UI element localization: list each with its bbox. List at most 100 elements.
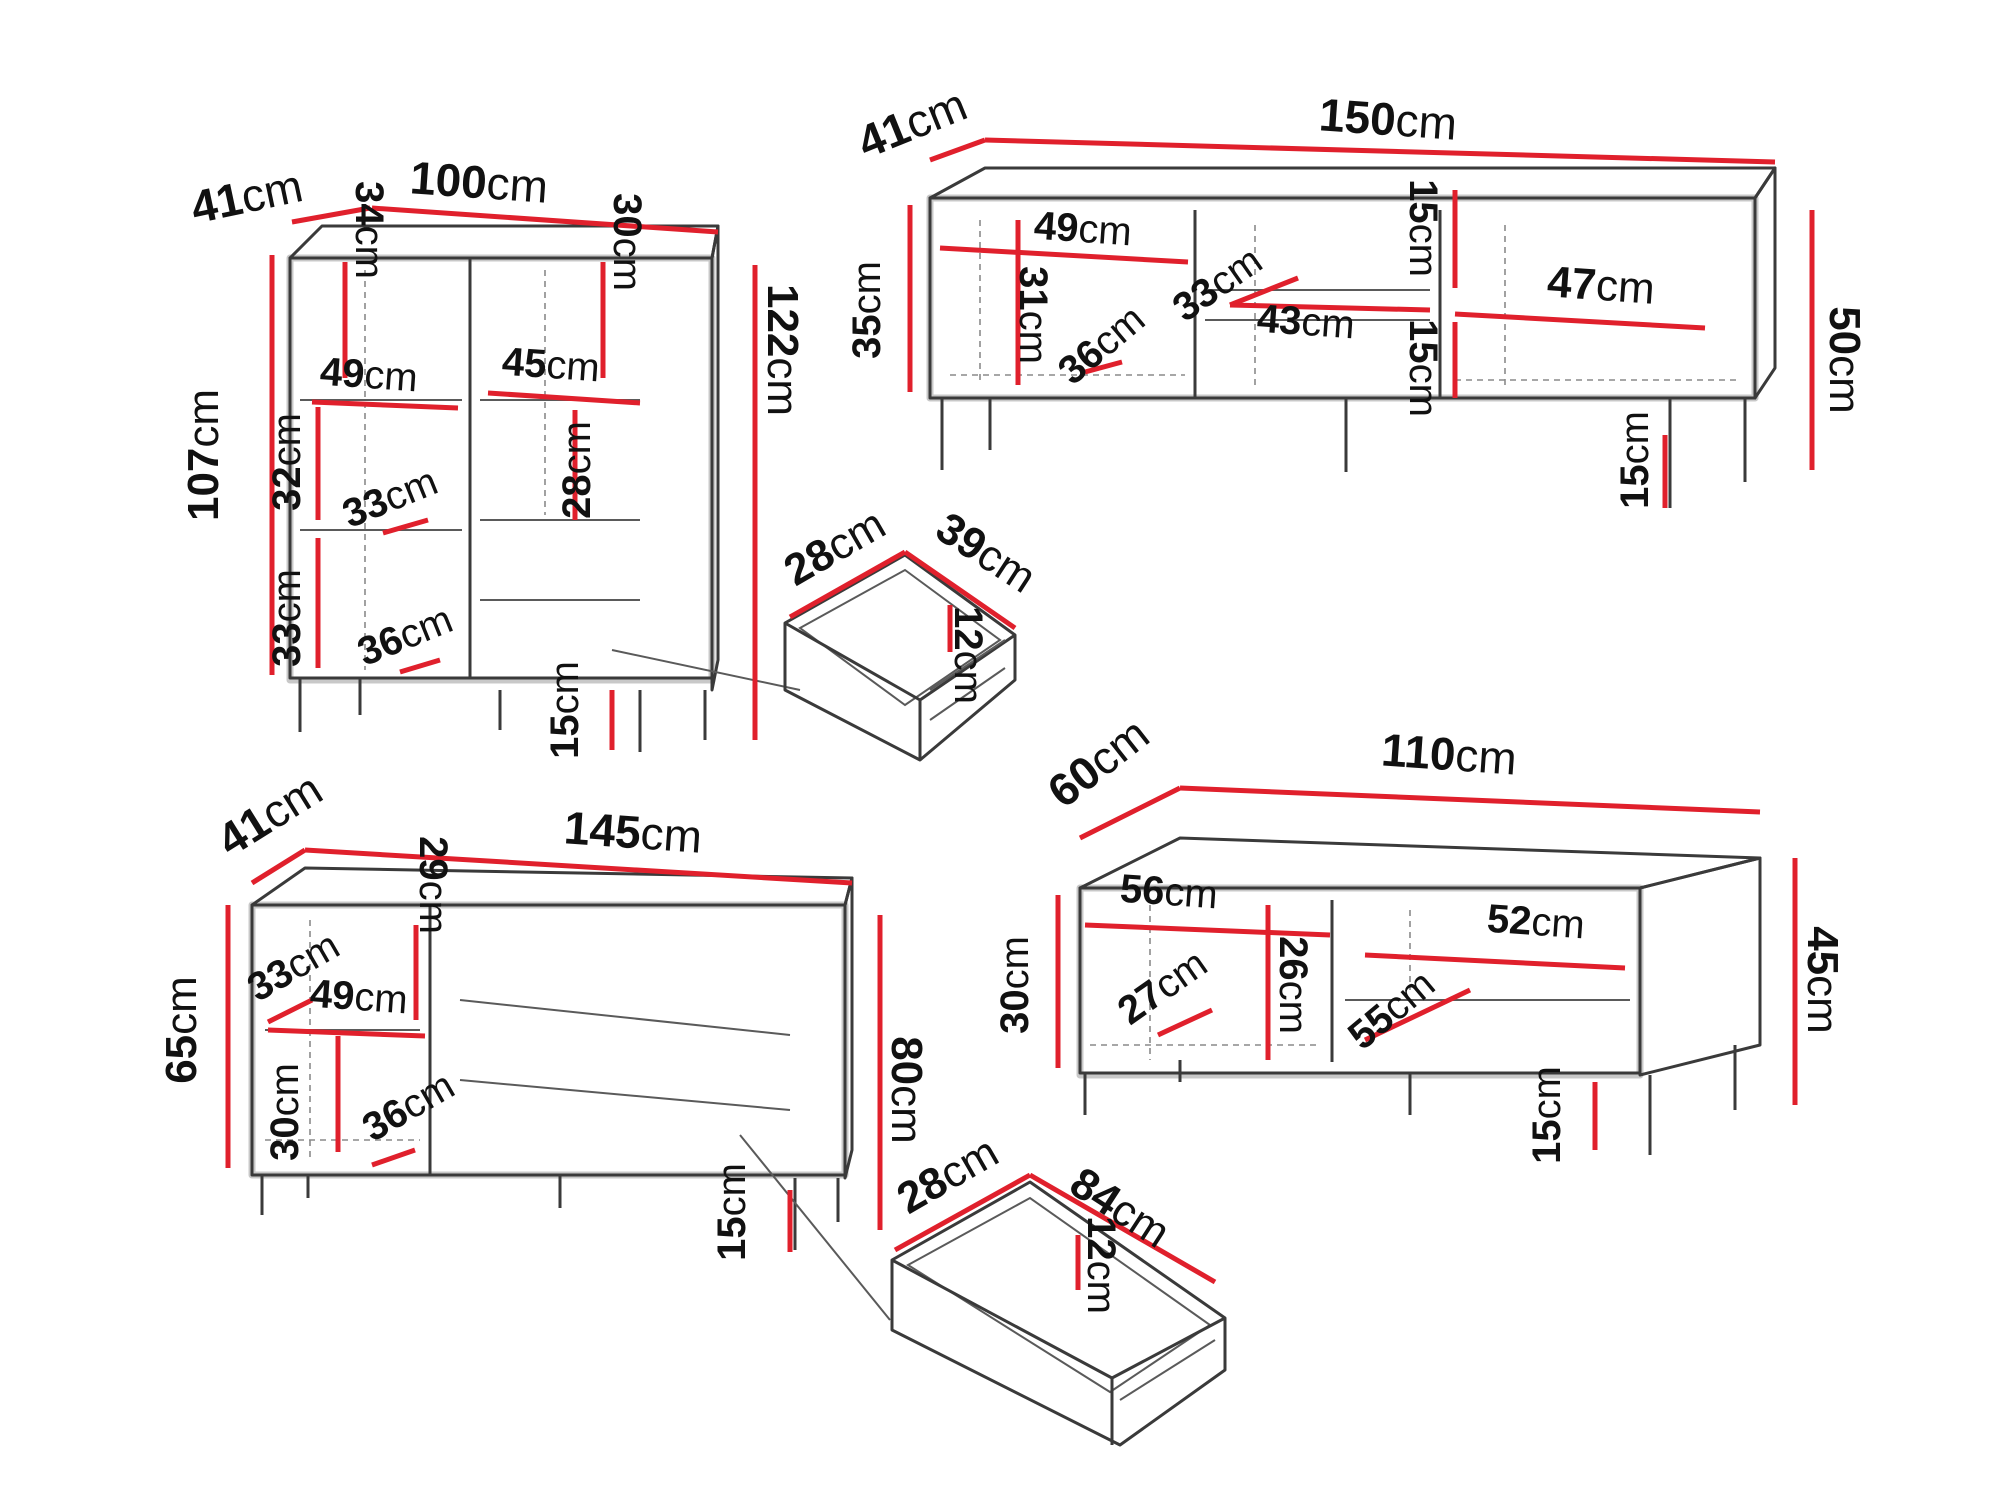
large-drawer-drawing xyxy=(890,1180,1227,1447)
dimension-unit: cm xyxy=(882,1085,931,1144)
tv-stand-dimension-label: 43cm xyxy=(1256,297,1357,348)
dimension-unit: cm xyxy=(545,343,601,391)
coffee-table-dimension-label: 45cm xyxy=(1798,926,1847,1034)
dimension-value: 15 xyxy=(1401,179,1445,224)
dimension-value: 56 xyxy=(1119,867,1166,914)
sideboard-dimension-lines xyxy=(225,847,883,1252)
dimension-value: 15 xyxy=(710,1216,754,1261)
dimension-value: 49 xyxy=(309,972,356,1019)
dimension-unit: cm xyxy=(263,1063,307,1116)
dimension-unit: cm xyxy=(363,353,419,401)
dimension-value: 34 xyxy=(347,181,391,226)
dimension-unit: cm xyxy=(485,157,550,213)
large-drawer-dimension-label: 12cm xyxy=(1079,1216,1123,1314)
dimension-value: 49 xyxy=(1033,204,1080,251)
highboard-dimension-label: 100cm xyxy=(408,151,549,213)
tv-stand-dimension-label: 35cm xyxy=(845,261,889,359)
sideboard-dimension-label: 29cm xyxy=(411,836,455,934)
dimension-unit: cm xyxy=(179,389,228,448)
highboard-dimension-label: 32cm xyxy=(265,413,309,511)
coffee-table-dimension-label: 27cm xyxy=(1110,941,1215,1033)
coffee-table-dimension-lines xyxy=(1055,785,1798,1150)
highboard-dimension-label: 33cm xyxy=(265,569,309,667)
tv-stand-dimension-label: 15cm xyxy=(1401,179,1445,277)
tv-stand-dimension-label: 15cm xyxy=(1613,411,1657,509)
sideboard-drawing xyxy=(248,866,891,1321)
dimension-unit: cm xyxy=(1530,900,1586,948)
dimension-unit: cm xyxy=(1394,94,1459,150)
dimension-value: 30 xyxy=(993,989,1037,1034)
dimension-unit: cm xyxy=(710,1163,754,1216)
dimension-value: 30 xyxy=(605,193,649,238)
sideboard-dimension-label: 65cm xyxy=(157,976,206,1084)
large-drawer-dimension-lines xyxy=(893,1172,1217,1290)
dimension-value: 33 xyxy=(265,622,309,667)
dimension-unit: cm xyxy=(1271,981,1315,1034)
tv-stand-dimension-label: 49cm xyxy=(1033,204,1134,255)
dimension-unit: cm xyxy=(1594,261,1656,314)
dimension-unit: cm xyxy=(347,226,391,279)
dimension-value: 107 xyxy=(179,448,228,521)
dimension-value: 35 xyxy=(845,314,889,359)
dimension-value: 12 xyxy=(946,606,990,651)
sideboard-dimension-label: 30cm xyxy=(263,1063,307,1161)
dimension-unit: cm xyxy=(1011,311,1055,364)
coffee-table-dimension-label: 52cm xyxy=(1486,897,1587,948)
coffee-table-dimension-label: 60cm xyxy=(1038,707,1159,817)
dimension-value: 15 xyxy=(543,714,587,759)
dimension-value: 52 xyxy=(1486,897,1533,944)
dimension-value: 65 xyxy=(157,1035,206,1084)
coffee-table-drawing xyxy=(1076,836,1762,1155)
dimension-value: 29 xyxy=(411,836,455,881)
tv-stand-dimension-label: 47cm xyxy=(1546,257,1657,313)
sideboard-dimension-label: 36cm xyxy=(355,1063,462,1150)
dimension-value: 49 xyxy=(319,350,366,397)
coffee-table-dimension-label: 56cm xyxy=(1119,867,1220,918)
dimension-unit: cm xyxy=(411,881,455,934)
dimension-unit: cm xyxy=(157,976,206,1035)
dimension-unit: cm xyxy=(1079,1261,1123,1314)
highboard-dimension-label: 122cm xyxy=(758,284,807,416)
dimension-unit: cm xyxy=(605,238,649,291)
dimension-unit: cm xyxy=(1820,355,1869,414)
dimension-value: 100 xyxy=(408,151,488,208)
dimension-value: 32 xyxy=(265,466,309,511)
highboard-dimension-label: 45cm xyxy=(501,340,602,391)
dimension-unit: cm xyxy=(845,261,889,314)
dimension-value: 12 xyxy=(1079,1216,1123,1261)
coffee-table-dimension-label: 26cm xyxy=(1271,936,1315,1034)
dimension-unit: cm xyxy=(1613,411,1657,464)
dimension-unit: cm xyxy=(1401,364,1445,417)
dimension-value: 47 xyxy=(1546,257,1598,309)
dimension-value: 150 xyxy=(1317,88,1397,145)
tv-stand-drawing xyxy=(926,166,1777,508)
dimension-unit: cm xyxy=(946,651,990,704)
coffee-table-dimension-label: 15cm xyxy=(1525,1066,1569,1164)
highboard-dimension-lines xyxy=(269,205,758,750)
tv-stand-dimension-label: 150cm xyxy=(1317,88,1458,150)
dimension-unit: cm xyxy=(1525,1066,1569,1119)
dimension-value: 50 xyxy=(1820,306,1869,355)
dimension-value: 15 xyxy=(1613,464,1657,509)
small-drawer-dimension-lines xyxy=(788,549,1017,652)
dimension-unit: cm xyxy=(265,413,309,466)
dimension-unit: cm xyxy=(353,975,409,1023)
dimension-value: 110 xyxy=(1380,723,1458,780)
small-drawer-dimension-label: 39cm xyxy=(927,503,1044,603)
highboard-dimension-label: 30cm xyxy=(605,193,649,291)
dimension-unit: cm xyxy=(1300,300,1356,348)
small-drawer-dimension-label: 12cm xyxy=(946,606,990,704)
dimension-unit: cm xyxy=(1798,975,1847,1034)
highboard-dimension-label: 41cm xyxy=(186,159,307,233)
highboard-dimension-label: 28cm xyxy=(555,421,599,519)
dimension-unit: cm xyxy=(555,421,599,474)
sideboard-dimension-label: 80cm xyxy=(882,1036,931,1144)
dimension-value: 43 xyxy=(1256,297,1303,344)
tv-stand-dimension-lines xyxy=(907,137,1815,508)
tv-stand-dimension-label: 41cm xyxy=(850,78,974,168)
dimension-unit: cm xyxy=(1163,870,1219,918)
dimension-value: 31 xyxy=(1011,266,1055,311)
dimension-value: 30 xyxy=(263,1116,307,1161)
